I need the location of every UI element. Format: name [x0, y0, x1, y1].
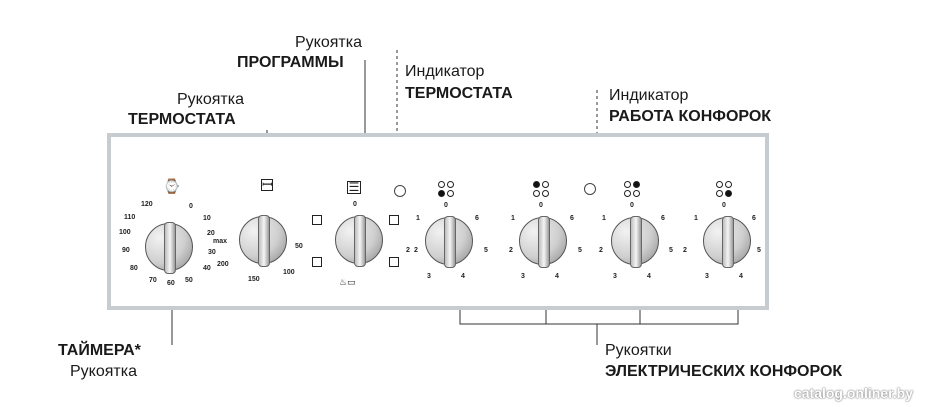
burner-1-tick-6: 6 — [475, 215, 479, 222]
burner-3-tick-4: 4 — [647, 273, 651, 280]
burner-3-knob[interactable] — [611, 216, 659, 268]
hob-indicator-label-line1: Индикатор — [609, 87, 689, 104]
burners-label-line1: Рукоятки — [605, 342, 672, 359]
thermostat-tick-100: 100 — [283, 269, 295, 276]
burner-1-tick-1: 1 — [416, 215, 420, 222]
burner-3-hotplate-icon — [624, 181, 642, 199]
top-heat-icon — [312, 215, 322, 225]
timer-tick-70: 70 — [149, 277, 157, 284]
timer-tick-110: 110 — [124, 214, 136, 221]
burner-1-tick-5: 5 — [484, 247, 488, 254]
burner-3-tick-5: 5 — [669, 247, 673, 254]
burner-3-tick-3: 3 — [613, 273, 617, 280]
burner-1-tick-3: 3 — [427, 273, 431, 280]
control-panel: ⌚ 120 0 110 10 100 20 max 90 30 80 40 70… — [107, 133, 769, 310]
thermostat-label-line1: Рукоятка — [177, 91, 244, 108]
timer-tick-120: 120 — [141, 201, 153, 208]
oven-icon: ☰ — [347, 180, 361, 194]
burner-2-tick-1: 1 — [511, 215, 515, 222]
burner-2-knob[interactable] — [519, 216, 567, 268]
defrost-icon: ♨▭ — [339, 277, 356, 287]
grill-icon — [389, 257, 399, 267]
burner-3-tick-1: 1 — [602, 215, 606, 222]
timer-tick-60: 60 — [167, 280, 175, 287]
burner-3-tick-6: 6 — [661, 215, 665, 222]
burner-1-tick-2: 2 — [414, 247, 418, 254]
burner-4-tick-5: 5 — [757, 247, 761, 254]
thermostat-tick-50: 50 — [295, 243, 303, 250]
burner-4-tick-6: 6 — [752, 215, 756, 222]
burner-3-tick-2: 2 — [599, 247, 603, 254]
burners-label-line2: ЭЛЕКТРИЧЕСКИХ КОНФОРОК — [605, 363, 843, 380]
fan-heat-icon — [389, 215, 399, 225]
burner-2-tick-4: 4 — [555, 273, 559, 280]
hob-indicator-label-line2: РАБОТА КОНФОРОК — [609, 108, 772, 125]
timer-label-line2: Рукоятка — [70, 363, 137, 380]
burner-2-tick-0: 0 — [539, 202, 543, 209]
timer-tick-80: 80 — [130, 265, 138, 272]
timer-tick-90: 90 — [122, 247, 130, 254]
burner-4-hotplate-icon — [716, 181, 734, 199]
program-label-line1: Рукоятка — [295, 34, 362, 51]
burner-1-tick-4: 4 — [461, 273, 465, 280]
burner-4-knob[interactable] — [703, 216, 751, 268]
burner-1-knob[interactable] — [425, 216, 473, 268]
burner-1-hotplate-icon — [438, 181, 456, 199]
thermostat-indicator-label-line2: ТЕРМОСТАТА — [405, 85, 513, 102]
timer-label-line1: ТАЙМЕРА* — [58, 342, 141, 359]
program-tick-0: 0 — [353, 201, 357, 208]
program-knob[interactable] — [335, 215, 383, 267]
burner-4-tick-2: 2 — [683, 247, 687, 254]
thermostat-tick-200: 200 — [217, 261, 229, 268]
timer-tick-30: 30 — [208, 249, 216, 256]
clock-icon: ⌚ — [163, 178, 181, 194]
timer-tick-40: 40 — [203, 265, 211, 272]
burner-4-tick-3: 3 — [705, 273, 709, 280]
burner-2-hotplate-icon — [533, 181, 551, 199]
burner-4-tick-4: 4 — [739, 273, 743, 280]
program-label: Рукоятка — [276, 33, 362, 53]
burner-2-tick-5: 5 — [578, 247, 582, 254]
burner-2-tick-2: 2 — [509, 247, 513, 254]
program-label-line2: ПРОГРАММЫ — [237, 54, 344, 71]
thermostat-knob[interactable] — [239, 215, 287, 267]
thermostat-tick-150: 150 — [248, 276, 260, 283]
timer-tick-20: 20 — [207, 230, 215, 237]
timer-tick-max: max — [213, 238, 228, 245]
thermostat-label-line2: ТЕРМОСТАТА — [128, 111, 236, 128]
burner-2-tick-3: 3 — [521, 273, 525, 280]
thermostat-indicator-lamp — [394, 185, 406, 197]
hob-indicator-lamp — [584, 183, 596, 195]
burner-4-tick-1: 1 — [694, 215, 698, 222]
timer-tick-0: 0 — [189, 203, 193, 210]
timer-tick-50: 50 — [185, 277, 193, 284]
timer-tick-100: 100 — [119, 229, 131, 236]
burner-1-tick-0: 0 — [444, 202, 448, 209]
bottom-heat-icon — [312, 257, 322, 267]
program-tick-2: 2 — [406, 247, 410, 254]
burner-3-tick-0: 0 — [630, 202, 634, 209]
watermark: catalog.onliner.by — [793, 385, 913, 401]
burner-2-tick-6: 6 — [570, 215, 574, 222]
timer-knob[interactable] — [145, 222, 193, 274]
thermostat-indicator-label-line1: Индикатор — [405, 63, 485, 80]
burner-4-tick-0: 0 — [722, 202, 726, 209]
timer-tick-10: 10 — [203, 215, 211, 222]
thermometer-icon: ꟷ — [261, 177, 273, 192]
